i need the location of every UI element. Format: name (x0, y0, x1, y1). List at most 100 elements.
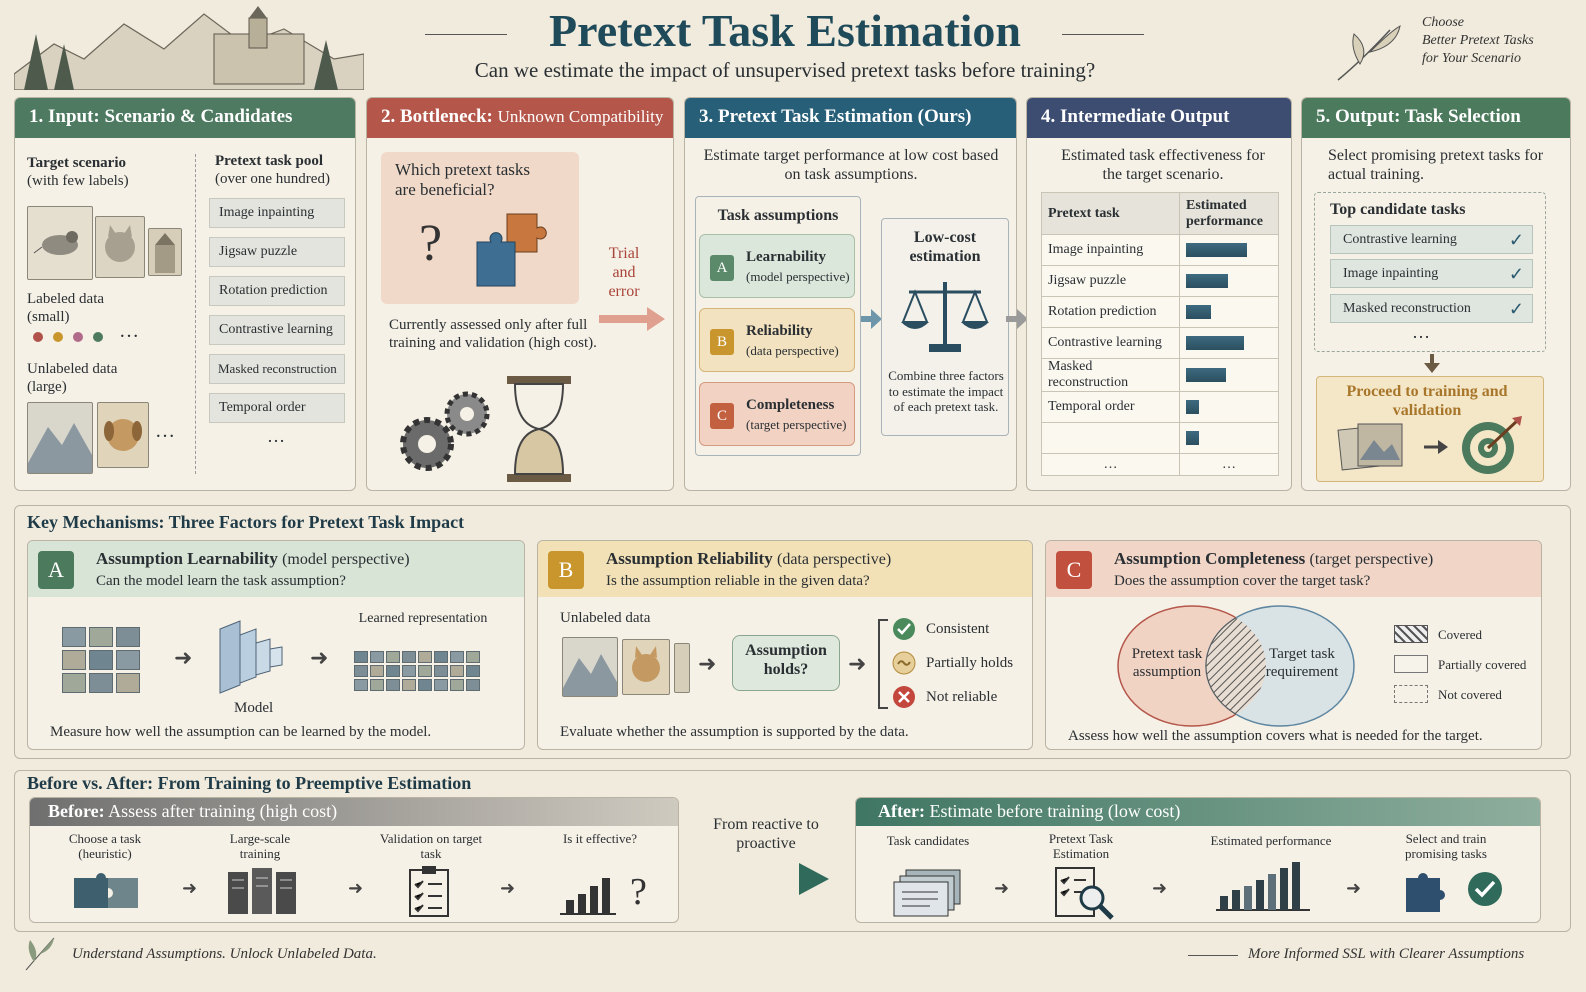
panel-bottleneck-title: 2. Bottleneck: Unknown Compatibility (367, 98, 673, 138)
arrow-right-icon: ➜ (698, 651, 717, 676)
scale-icon (899, 276, 991, 361)
target-scenario-label: Target scenario(with few labels) (27, 155, 129, 189)
mechanism-b-footnote: Evaluate whether the assumption is suppo… (560, 724, 909, 740)
table-row: Masked reconstruction (1041, 358, 1279, 392)
tagline: Choose Better Pretext Tasks for Your Sce… (1422, 15, 1534, 67)
arrow-right-icon: ➜ (1152, 878, 1168, 898)
check-icon: ✓ (1508, 264, 1524, 284)
pool-item[interactable]: Image inpainting (209, 198, 345, 228)
task-cell: Image inpainting (1041, 234, 1180, 266)
arrow-right-icon: ➜ (182, 878, 198, 898)
top-ellipsis: … (1412, 322, 1430, 342)
venn-right-label: Target task requirement (1265, 646, 1339, 680)
cat-thumbnail (622, 639, 670, 695)
panel-estimation: 3. Pretext Task Estimation (Ours) Estima… (684, 97, 1017, 491)
after-step: Select and train promising tasks (1405, 831, 1487, 861)
outcome-consistent: Consistent (926, 621, 990, 637)
mechanism-c-footnote: Assess how well the assumption covers wh… (1068, 728, 1483, 744)
top-candidates-box (1314, 192, 1546, 352)
task-cell (1041, 422, 1180, 454)
bird-thumbnail (27, 206, 93, 280)
outcome-partial: Partially holds (926, 655, 1014, 671)
panel-estimation-title: 3. Pretext Task Estimation (Ours) (685, 98, 1016, 138)
arrow-right-icon: ➜ (500, 878, 516, 898)
consistent-icon (892, 617, 916, 646)
task-cell: Contrastive learning (1041, 327, 1180, 359)
footer-right: More Informed SSL with Clearer Assumptio… (1248, 946, 1525, 962)
panel1-divider (195, 154, 196, 474)
performance-cell (1179, 358, 1279, 392)
server-icon (226, 866, 298, 921)
performance-bar (1186, 368, 1226, 382)
assumption-learnability[interactable]: A Learnability (model perspective) (699, 234, 855, 298)
check-icon: ✓ (1508, 230, 1524, 250)
pool-item[interactable]: Jigsaw puzzle (209, 237, 345, 267)
legend-covered-swatch (1394, 625, 1428, 643)
before-step: Validation on target task (379, 831, 483, 861)
estimation-desc: Estimate target performance at low cost … (703, 147, 999, 184)
puzzle-icon (471, 206, 567, 307)
pool-item[interactable]: Masked reconstruction (209, 354, 345, 384)
mechanisms-title: Key Mechanisms: Three Factors for Pretex… (27, 512, 465, 532)
pool-item[interactable]: Contrastive learning (209, 315, 345, 345)
bar-chart-icon (560, 874, 620, 921)
estimation-table: Pretext task Estimated performance Image… (1041, 192, 1279, 476)
col-pretext-task: Pretext task (1041, 192, 1180, 235)
legend-not-covered: Not covered (1438, 687, 1502, 702)
performance-bar (1186, 274, 1229, 288)
table-row: Rotation prediction (1041, 296, 1279, 328)
outcome-not-reliable: Not reliable (926, 689, 998, 705)
after-box: After: Estimate before training (low cos… (855, 797, 1541, 923)
top-candidate-item[interactable]: Contrastive learning✓ (1330, 225, 1533, 254)
arrow-right-icon: ➜ (848, 651, 867, 676)
cat-thumbnail (95, 216, 145, 278)
footer-rule (1188, 955, 1238, 956)
assumptions-title: Task assumptions (717, 207, 839, 224)
output-desc: Select promising pretext tasks for actua… (1328, 147, 1544, 184)
learned-representation-label: Learned representation (358, 611, 488, 626)
after-step: Estimated performance (1210, 833, 1332, 848)
arrow-down-icon (1422, 354, 1442, 379)
bottleneck-note: Currently assessed only after full train… (389, 317, 597, 351)
panel-intermediate: 4. Intermediate Output Estimated task ef… (1026, 97, 1292, 491)
venn-left-label: Pretext task assumption (1131, 646, 1203, 680)
panel-intermediate-title: 4. Intermediate Output (1027, 98, 1291, 138)
assumption-holds-box[interactable] (732, 635, 840, 691)
performance-cell (1179, 234, 1279, 266)
gears-icon (391, 378, 501, 483)
unlabeled-data-label: Unlabeled data (560, 610, 651, 626)
arrow-right-icon (599, 304, 667, 339)
performance-cell (1179, 265, 1279, 297)
pool-item[interactable]: Rotation prediction (209, 276, 345, 306)
assumptions-box (695, 196, 861, 456)
before-step: Large-scale training (229, 831, 291, 861)
pool-ellipsis: … (267, 426, 285, 446)
question-text: Which pretext tasks are beneficial? (395, 160, 531, 200)
ellipsis-cell: … (1179, 453, 1279, 476)
legend-partial-swatch (1394, 655, 1428, 673)
title-rule-left (425, 34, 507, 35)
pool-item[interactable]: Temporal order (209, 393, 345, 423)
assumption-completeness[interactable]: C Completeness (target perspective) (699, 382, 855, 446)
venn-diagram (1116, 603, 1356, 734)
labeled-ellipsis: … (119, 320, 139, 342)
top-candidate-item[interactable]: Image inpainting✓ (1330, 259, 1533, 288)
assumption-holds-label: Assumption holds? (745, 642, 827, 679)
arrow-right-icon (861, 306, 883, 337)
after-header: After: Estimate before training (low cos… (856, 798, 1540, 826)
panel-input: 1. Input: Scenario & Candidates Target s… (14, 97, 356, 491)
lowcost-desc: Combine three factors to estimate the im… (888, 368, 1004, 415)
cards-icon (890, 868, 964, 922)
assumption-reliability[interactable]: B Reliability (data perspective) (699, 308, 855, 372)
task-cell: Rotation prediction (1041, 296, 1180, 328)
top-candidate-item[interactable]: Masked reconstruction✓ (1330, 294, 1533, 323)
compare-title: Before vs. After: From Training to Preem… (27, 773, 472, 793)
arrow-right-icon (1006, 306, 1030, 337)
building-thumbnail (674, 643, 690, 693)
building-thumbnail (148, 228, 182, 276)
intermediate-desc: Estimated task effectiveness for the tar… (1061, 147, 1265, 184)
performance-cell (1179, 327, 1279, 359)
performance-bar (1186, 305, 1211, 319)
mechanism-b: B Assumption Reliability (data perspecti… (537, 540, 1033, 750)
panel-bottleneck: 2. Bottleneck: Unknown Compatibility Whi… (366, 97, 674, 491)
